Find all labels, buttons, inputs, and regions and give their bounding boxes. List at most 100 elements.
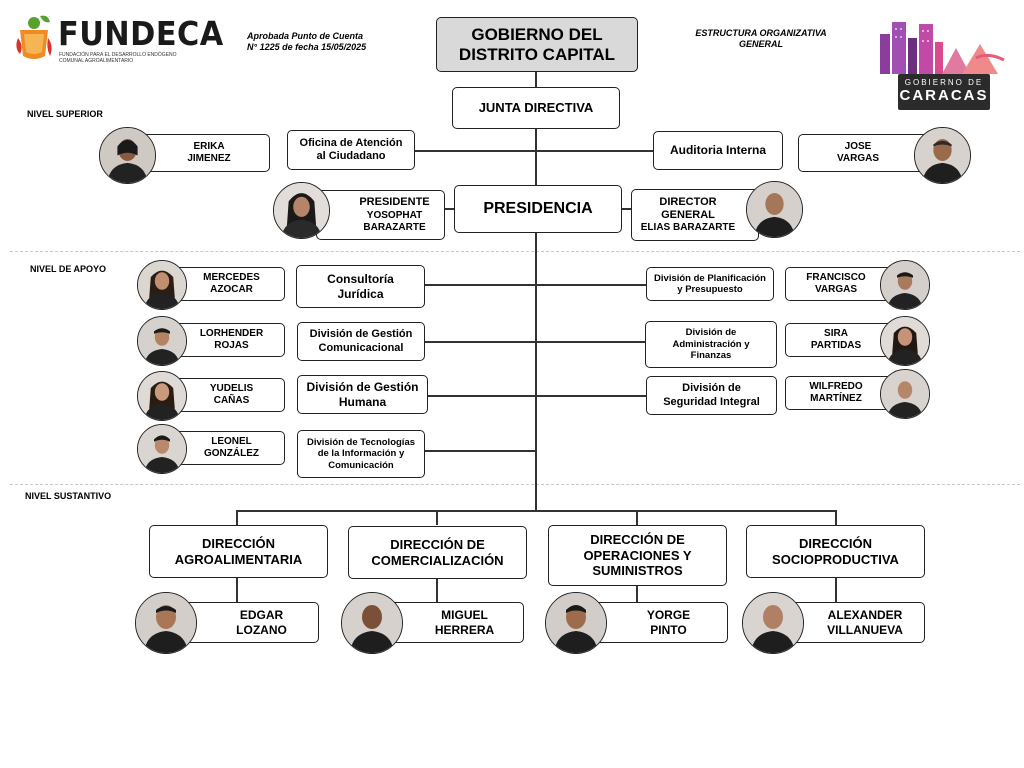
connector-apoyo-1: [424, 284, 646, 286]
fundeca-logo-text: FUNDECA: [58, 14, 224, 53]
mercedes-first: MERCEDES: [203, 272, 260, 283]
division-seguridad-integral-box: División de Seguridad Integral: [646, 376, 777, 415]
direccion-socioproductiva-box: DIRECCIÓN SOCIOPRODUCTIVA: [746, 525, 925, 578]
separator-apoyo: [10, 251, 1020, 252]
comer-line2: COMERCIALIZACIÓN: [371, 552, 504, 568]
humana-line1: División de Gestión: [306, 380, 419, 395]
junta-directiva-box: JUNTA DIRECTIVA: [452, 87, 620, 129]
person-edgar-lozano-card: EDGAR LOZANO: [176, 602, 319, 643]
person-avatar: [914, 127, 971, 184]
presidencia-box: PRESIDENCIA: [454, 185, 622, 233]
consultoria-line2: Jurídica: [337, 286, 384, 301]
oac-line1: Oficina de Atención: [299, 136, 403, 149]
connector-row2-right: [622, 208, 631, 210]
lorhender-first: LORHENDER: [199, 328, 264, 339]
oper-line2: OPERACIONES Y: [583, 547, 692, 563]
presidente-title: PRESIDENTE: [359, 196, 430, 209]
presidente-name2: BARAZARTE: [363, 221, 426, 233]
tecnologia-line1: División de Tecnologías: [306, 436, 416, 448]
division-administracion-box: División de Administración y Finanzas: [645, 321, 777, 368]
director-line3: ELIAS BARAZARTE: [640, 222, 736, 234]
direccion-operaciones-box: DIRECCIÓN DE OPERACIONES Y SUMINISTROS: [548, 525, 727, 586]
edgar-last: LOZANO: [236, 622, 287, 637]
connector-agro-person: [236, 578, 238, 602]
connector-oper-person: [636, 586, 638, 602]
planificacion-line2: y Presupuesto: [677, 284, 743, 295]
miguel-first: MIGUEL: [441, 608, 488, 623]
leonel-last: GONZÁLEZ: [204, 448, 259, 459]
oficina-atencion-ciudadano-box: Oficina de Atención al Ciudadano: [287, 130, 415, 170]
agro-line1: DIRECCIÓN: [202, 535, 275, 551]
miguel-last: HERRERA: [434, 622, 495, 637]
caracas-badge: GOBIERNO DE CARACAS: [898, 74, 990, 110]
gobierno-de-caracas-logo: GOBIERNO DE CARACAS: [876, 18, 1008, 114]
person-jose-vargas-card: JOSE VARGAS: [798, 134, 928, 172]
oper-line3: SUMINISTROS: [592, 563, 683, 579]
comunicacional-line2: Comunicacional: [318, 341, 404, 354]
leonel-first: LEONEL: [211, 436, 252, 447]
person-avatar: [880, 369, 930, 419]
separator-sustantivo: [10, 484, 1020, 485]
presidente-card: PRESIDENTE YOSOPHAT BARAZARTE: [316, 190, 445, 240]
alexander-last: VILLANUEVA: [827, 622, 903, 637]
comunicacional-line1: División de Gestión: [309, 328, 413, 341]
person-yorge-pinto-card: YORGE PINTO: [585, 602, 728, 643]
sira-first: SIRA: [824, 328, 848, 339]
fundeca-logo-subtitle: FUNDACIÓN PARA EL DESARROLLO ENDÓGENO CO…: [59, 52, 177, 65]
person-avatar: [137, 424, 187, 474]
structure-title-line2: GENERAL: [738, 39, 783, 50]
connector-row2-left: [444, 208, 454, 210]
division-gestion-comunicacional-box: División de Gestión Comunicacional: [297, 322, 425, 361]
person-lorhender-rojas-card: LORHENDER ROJAS: [170, 323, 285, 357]
person-francisco-vargas-card: FRANCISCO VARGAS: [785, 267, 897, 301]
person-photo-icon: [747, 182, 802, 237]
caracas-skyline-icon: [880, 22, 1005, 74]
person-avatar: [341, 592, 403, 654]
level-apoyo-label: NIVEL DE APOYO: [30, 264, 107, 274]
seguridad-line2: Seguridad Integral: [663, 395, 760, 408]
socio-line2: SOCIOPRODUCTIVA: [772, 551, 899, 567]
direccion-comercializacion-box: DIRECCIÓN DE COMERCIALIZACIÓN: [348, 526, 527, 579]
connector-row1: [415, 150, 653, 152]
connector-apoyo-4: [425, 450, 536, 452]
person-photo-icon: [100, 128, 155, 183]
connector-comer-person: [436, 579, 438, 602]
person-avatar: [273, 182, 330, 239]
person-photo-icon: [274, 183, 329, 238]
comer-line1: DIRECCIÓN DE: [390, 536, 485, 552]
sira-last: PARTIDAS: [810, 340, 862, 351]
oper-line1: DIRECCIÓN DE: [590, 532, 685, 548]
erika-first: ERIKA: [193, 141, 225, 152]
person-sira-partidas-card: SIRA PARTIDAS: [785, 323, 897, 357]
person-avatar: [742, 592, 804, 654]
wilfredo-first: WILFREDO: [809, 381, 863, 392]
person-photo-icon: [743, 593, 803, 653]
person-photo-icon: [138, 317, 186, 365]
level-superior-label: NIVEL SUPERIOR: [27, 109, 103, 119]
caracas-badge-line2: CARACAS: [899, 87, 989, 104]
person-photo-icon: [342, 593, 402, 653]
person-photo-icon: [138, 425, 186, 473]
structure-title-line1: ESTRUCTURA ORGANIZATIVA: [695, 28, 827, 38]
person-photo-icon: [138, 261, 186, 309]
division-planificacion-box: División de Planificación y Presupuesto: [646, 267, 774, 301]
seguridad-line1: División de: [682, 382, 741, 395]
tecnologia-line2: de la Información y: [317, 448, 405, 460]
presidente-name1: YOSOPHAT: [366, 209, 423, 221]
division-tecnologias-box: División de Tecnologías de la Informació…: [297, 430, 425, 478]
person-avatar: [135, 592, 197, 654]
oac-line2: al Ciudadano: [316, 150, 386, 162]
mercedes-last: AZOCAR: [210, 284, 253, 295]
approval-note: Aprobada Punto de Cuenta N° 1225 de fech…: [247, 31, 366, 54]
yorge-first: YORGE: [646, 608, 691, 623]
planificacion-line1: División de Planificación: [654, 272, 766, 284]
person-leonel-gonzalez-card: LEONEL GONZÁLEZ: [170, 431, 285, 465]
director-line2: GENERAL: [661, 209, 715, 221]
alexander-first: ALEXANDER: [827, 608, 903, 623]
gobierno-line1: GOBIERNO DEL: [471, 24, 603, 44]
connector-top: [535, 72, 537, 87]
structure-title: ESTRUCTURA ORGANIZATIVA GENERAL: [686, 28, 836, 51]
edgar-first: EDGAR: [239, 608, 284, 623]
administracion-line1: División de: [685, 327, 737, 339]
approval-note-line1: Aprobada Punto de Cuenta: [247, 31, 364, 41]
